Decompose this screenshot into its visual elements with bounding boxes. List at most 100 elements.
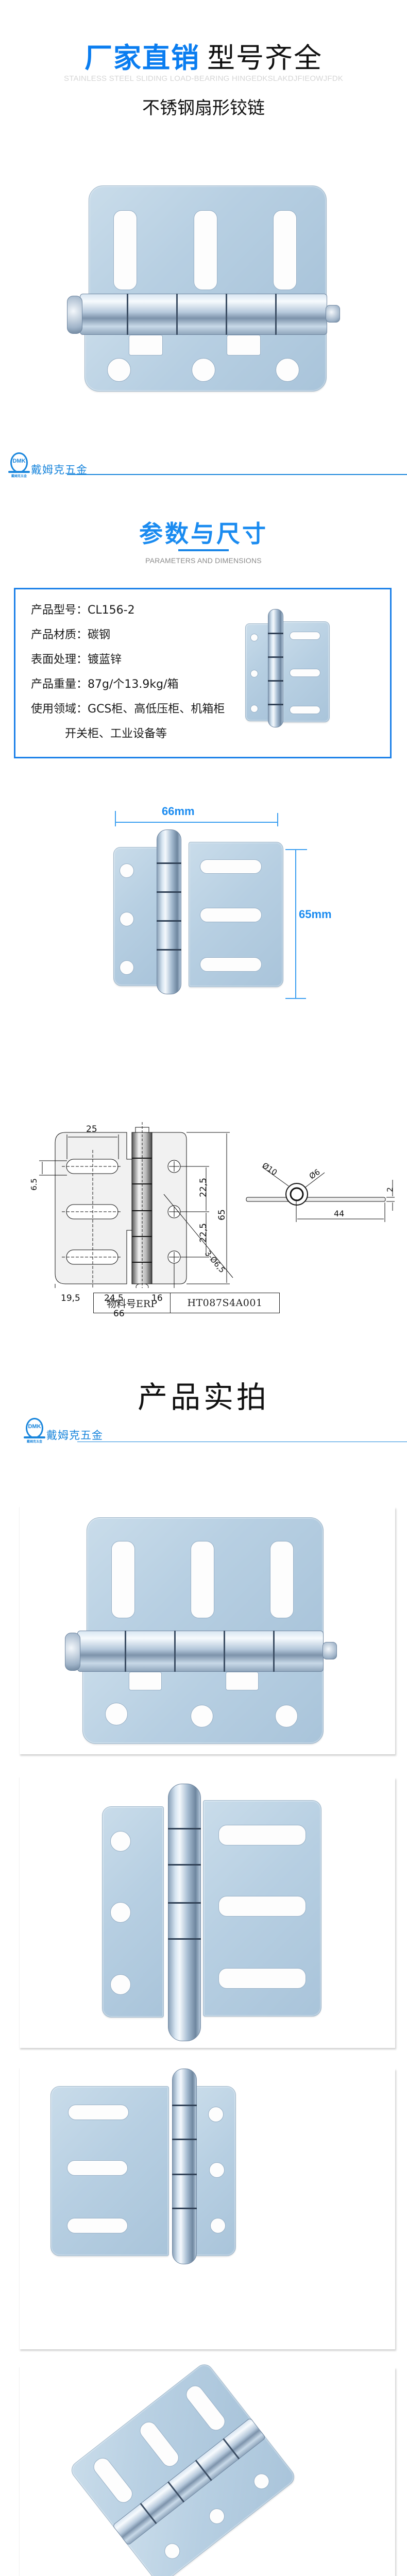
logo-base <box>24 1436 45 1438</box>
knuckle-gap <box>168 1902 201 1904</box>
hinge-barrel <box>77 1631 324 1672</box>
logo-text: DMK <box>12 458 26 464</box>
knuckle-gap <box>226 294 227 335</box>
mount-hole <box>250 634 258 641</box>
mount-hole <box>105 1703 128 1725</box>
erp-table: 物料号ERP HT087S4A001 <box>93 1293 280 1313</box>
spec-value: 87g/个13.9kg/箱 <box>88 678 179 691</box>
slot <box>200 859 262 874</box>
knuckle-gap <box>157 920 181 922</box>
slot <box>218 1968 306 1989</box>
knuckle-gap <box>268 656 283 658</box>
spec-value: CL156-2 <box>88 604 135 617</box>
spec-label: 产品型号： <box>31 604 88 617</box>
mount-hole <box>107 358 131 382</box>
spec-hinge-thumbnail <box>245 609 333 727</box>
dim-overall-width: 66 <box>113 1309 125 1319</box>
mount-hole <box>110 1902 131 1923</box>
slot <box>191 1541 214 1618</box>
pin-tip <box>323 1642 337 1659</box>
knuckle-gap <box>168 1864 201 1866</box>
slot <box>270 1541 294 1618</box>
knuckle-gap <box>268 633 283 634</box>
slot <box>67 2218 128 2233</box>
knuckle-gap <box>168 1828 201 1829</box>
pin-tip <box>326 305 340 323</box>
slot <box>200 957 262 972</box>
params-title-underline <box>178 549 229 551</box>
slot <box>68 2105 129 2120</box>
dim-offset-mid: 24,5 <box>104 1293 124 1303</box>
mount-hole <box>250 705 258 713</box>
logo-subtext: 戴姆克五金 <box>26 1440 42 1444</box>
mount-hole <box>120 912 134 926</box>
width-label: 66mm <box>162 805 195 818</box>
width-tick-left <box>115 811 116 826</box>
height-dimension-line <box>295 849 296 998</box>
spec-row-usage: 使用领域：GCS柜、高低压柜、机箱柜 <box>31 700 225 716</box>
mount-hole <box>275 1705 298 1727</box>
knuckle-gap <box>125 1631 126 1672</box>
dim-offset-left: 19,5 <box>61 1293 80 1303</box>
slot <box>200 908 262 922</box>
spec-value: 碳钢 <box>88 629 111 641</box>
hero-title-highlight: 厂家直销 <box>84 42 200 74</box>
knuckle-gap <box>157 949 181 951</box>
spec-value: 镀蓝锌 <box>88 653 122 666</box>
spec-label: 表面处理： <box>31 653 88 666</box>
dimension-hinge-image <box>113 829 283 994</box>
photo-card-vertical-mirrored <box>19 2069 395 2349</box>
knuckle-gap <box>172 2105 197 2106</box>
knuckle-gap <box>172 2174 197 2175</box>
width-tick-right <box>277 813 278 826</box>
knuckle-gap <box>127 294 128 335</box>
knuckle-gap <box>157 891 181 893</box>
knuckle-gap <box>172 2208 197 2209</box>
erp-label: 物料号ERP <box>94 1293 171 1313</box>
dimension-photo: 66mm 65mm <box>77 804 345 1010</box>
thumb-left-leaf <box>245 623 271 721</box>
slot <box>218 1896 306 1917</box>
spec-label: 产品材质： <box>31 629 88 641</box>
width-dimension-line <box>115 822 278 823</box>
knuckle-gap <box>268 704 283 705</box>
slot <box>194 210 217 290</box>
slot <box>111 1541 135 1618</box>
dim-leaf-length: 44 <box>334 1209 345 1218</box>
spec-row-material: 产品材质：碳钢 <box>31 625 110 642</box>
spec-label: 使用领域： <box>31 703 88 716</box>
mount-hole <box>191 1705 213 1727</box>
knuckle-gap <box>176 294 178 335</box>
photo-hinge-angled <box>67 2361 301 2576</box>
knuckle-gap <box>172 2139 197 2140</box>
pin-head <box>67 296 82 334</box>
hinge-barrel <box>80 294 327 335</box>
brand-row: DMK 戴姆克五金 戴姆克五金 <box>5 452 407 483</box>
hero-title: 厂家直销型号齐全 <box>0 40 407 76</box>
brand-logo-icon: DMK 戴姆克五金 <box>24 1418 45 1444</box>
hinge-barrel <box>268 609 283 727</box>
knuckle-cutout <box>226 1672 259 1690</box>
mount-hole <box>192 358 215 382</box>
dim-hole-pitch-2: 22,5 <box>198 1223 209 1243</box>
pin-head <box>65 1633 80 1671</box>
knuckle-gap <box>275 294 277 335</box>
photo-card-front <box>19 1507 395 1754</box>
spec-row-finish: 表面处理：镀蓝锌 <box>31 650 122 667</box>
height-tick-bottom <box>285 998 306 999</box>
knuckle-gap <box>273 1631 275 1672</box>
slot <box>290 706 320 714</box>
photo-hinge-vertical <box>102 1784 321 2041</box>
slot <box>113 210 137 290</box>
knuckle-gap <box>224 1631 225 1672</box>
knuckle-gap <box>157 862 181 864</box>
height-label: 65mm <box>299 908 332 921</box>
product-name: 不锈钢扇形铰链 <box>142 98 265 118</box>
logo-text: DMK <box>28 1423 41 1430</box>
spec-value: GCS柜、高低压柜、机箱柜 <box>88 703 225 716</box>
mount-hole <box>110 1831 131 1852</box>
brand-divider <box>67 474 407 475</box>
slot <box>290 632 320 640</box>
spec-label: 产品重量： <box>31 678 88 691</box>
hero-hinge-image <box>67 185 340 392</box>
